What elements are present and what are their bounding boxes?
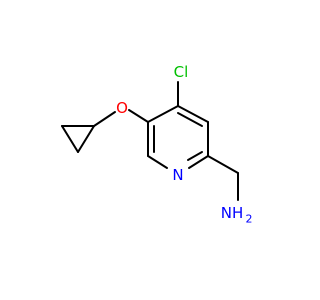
oxygen-label: O bbox=[116, 99, 128, 117]
atom-labels: Cl O N NH 2 bbox=[116, 63, 252, 226]
chlorine-label: Cl bbox=[174, 63, 189, 81]
bond-c3-c4 bbox=[147, 105, 179, 123]
amine-subscript-label: 2 bbox=[246, 213, 253, 226]
bond-c2-ch2 bbox=[207, 155, 239, 174]
bond-c3-inner bbox=[177, 112, 203, 127]
bond-c5-c6 bbox=[147, 155, 168, 169]
bonds bbox=[61, 81, 239, 201]
bond-o-ch bbox=[93, 111, 116, 127]
structure-canvas: Cl O N NH 2 bbox=[61, 63, 253, 226]
bond-cp-c bbox=[77, 125, 95, 153]
bond-c5-o bbox=[128, 109, 149, 123]
amine-nh-label: NH bbox=[221, 204, 244, 222]
bond-c3-c4-ring bbox=[177, 105, 209, 123]
bond-cp-b bbox=[61, 125, 79, 153]
bond-n1-c2 bbox=[188, 155, 209, 169]
bond-n1-c2-inner bbox=[187, 151, 203, 161]
ring-nitrogen-label: N bbox=[172, 166, 183, 184]
amine-label: NH 2 bbox=[221, 204, 253, 226]
